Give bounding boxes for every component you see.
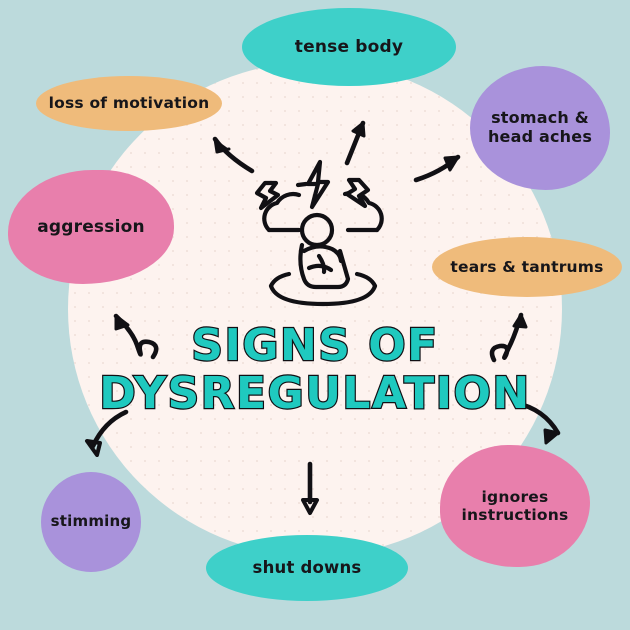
bubble-label-line-2: instructions [461,506,569,524]
bubble-label-shut-downs: shut downs [252,558,362,578]
bubble-tense-body[interactable]: tense body [242,8,456,86]
bubble-aggression[interactable]: aggression [8,170,174,284]
arrow-to-stimming-head [85,439,102,457]
arrow-to-ignores-instructions-head [543,428,560,445]
bubble-label-line-1: ignores [481,487,549,506]
bubble-label-tears-tantrums: tears & tantrums [450,257,604,276]
bubble-tears-tantrums[interactable]: tears & tantrums [432,237,622,297]
bubble-stimming[interactable]: stimming [41,472,141,572]
bubble-label-loss-of-motivation: loss of motivation [48,94,210,113]
bubble-shut-downs[interactable]: shut downs [206,535,408,601]
bubble-ignores-instructions[interactable]: ignores instructions [440,445,590,567]
bubble-label-stomach-head-aches: stomach & head aches [482,108,598,147]
bubble-loss-of-motivation[interactable]: loss of motivation [36,76,222,131]
bubble-stomach-head-aches[interactable]: stomach & head aches [470,66,610,190]
title-line-2: DYSREGULATION [98,367,531,419]
stressed-person-with-storm-cloud-icon [254,159,384,307]
title-line-1: SIGNS OF [190,320,439,371]
bubble-label-line-1: stomach & [491,108,589,128]
bubble-label-tense-body: tense body [294,36,404,57]
bubble-label-aggression: aggression [37,216,145,237]
poster-title: SIGNS OF DYSREGULATION [0,320,630,419]
bubble-label-line-2: head aches [487,127,593,146]
bubble-label-stimming: stimming [50,512,132,531]
bubble-label-ignores-instructions: ignores instructions [456,488,575,525]
